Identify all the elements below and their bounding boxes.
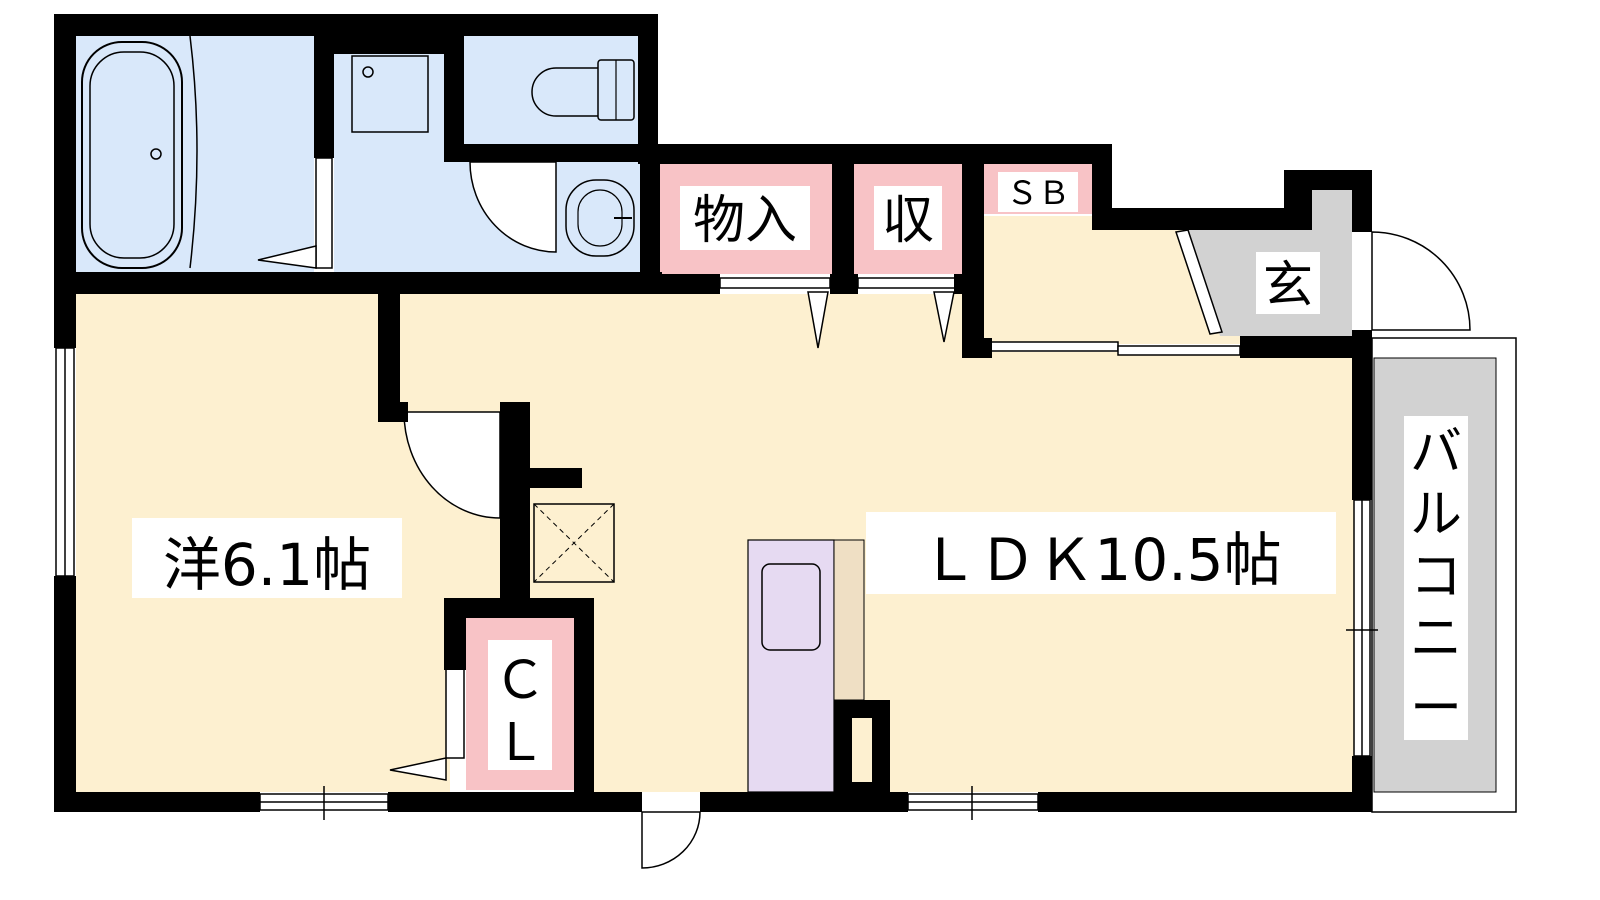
entrance-door-swing <box>1371 231 1471 331</box>
ldk-label-bg <box>866 512 1336 594</box>
hall-sliding-door-b <box>1117 345 1241 356</box>
closet-label-bg <box>488 640 552 770</box>
wall-entrance-bottom <box>1240 336 1372 358</box>
balcony-char: ニ <box>1410 609 1462 669</box>
washing-machine-pan-icon <box>351 55 429 133</box>
wall-storage-bottom-c <box>954 274 984 294</box>
washroom-door-swing <box>469 161 557 253</box>
wall-washroom-top <box>334 34 464 54</box>
wall-left-lower <box>54 576 76 812</box>
balcony-char: コ <box>1410 547 1462 607</box>
wall-bottom-d <box>1038 792 1372 812</box>
wall-toilet-right <box>638 14 658 164</box>
storage-b-label-bg <box>874 186 942 250</box>
fixtures <box>81 35 821 651</box>
wall-hall-left <box>962 164 984 358</box>
wall-storage-divider <box>832 144 854 294</box>
western-door-swing <box>403 411 501 519</box>
entrance-label: 玄 <box>1263 256 1313 314</box>
wall-toilet-left <box>444 34 464 162</box>
shoe-box-label-bg <box>998 172 1078 212</box>
shoe-box-label: ＳＢ <box>1006 174 1070 212</box>
storage-b-door-wedge <box>933 291 955 343</box>
storage-a-label: 物入 <box>693 191 797 251</box>
storage-a-sliding-door <box>719 277 831 289</box>
closet-door <box>445 667 465 759</box>
storage-b-label: 収 <box>882 191 934 251</box>
wall-storage-bottom-a <box>640 274 720 294</box>
kitchen-counter <box>747 539 835 793</box>
wall-toilet-bottom <box>444 144 656 162</box>
bathtub-icon <box>81 41 183 269</box>
wall-right-hall <box>1352 330 1372 500</box>
wall-closet-right <box>574 598 594 812</box>
balcony-label-bg <box>1404 416 1468 740</box>
wall-closet-left <box>444 598 466 670</box>
washing-machine-drain-icon <box>362 66 374 78</box>
wall-right-upper <box>1352 170 1372 232</box>
bathtub-inner <box>89 51 175 259</box>
wall-bottom-b <box>388 792 642 812</box>
wall-partition-top-right <box>378 402 408 422</box>
toilet-bowl-icon <box>531 67 598 117</box>
balcony-char: ル <box>1410 485 1462 545</box>
western-room-label: 洋6.1帖 <box>163 531 371 599</box>
wall-storage-bottom-b <box>830 274 858 294</box>
wall-top-left <box>54 14 658 36</box>
closet-label-l: Ｌ <box>494 713 546 773</box>
wall-hall-bottom <box>962 338 992 358</box>
western-label-bg <box>132 518 402 598</box>
wall-closet-top <box>444 598 594 618</box>
sink-icon <box>761 563 821 651</box>
balcony-char: ー <box>1410 679 1462 739</box>
kitchen-post <box>834 700 890 792</box>
bathtub-drain-icon <box>150 148 162 160</box>
wall-partition-stub <box>530 468 582 488</box>
entrance-label-bg <box>1256 252 1320 314</box>
windows <box>55 347 1378 820</box>
wall-wet-bottom <box>54 272 662 294</box>
wall-partition-mid <box>500 402 530 608</box>
wall-bottom-c <box>700 792 908 812</box>
storage-a-door-wedge <box>807 291 829 349</box>
hall-door <box>1175 229 1223 335</box>
closet-door-wedge <box>389 757 447 781</box>
walls <box>54 14 1372 812</box>
wall-storage-a-left <box>640 144 660 294</box>
bathroom-door <box>315 157 333 269</box>
hall-sliding-door-a <box>989 341 1119 352</box>
wall-bath-right <box>314 34 334 158</box>
storage-b-sliding-door <box>857 277 957 289</box>
closet-label-c: Ｃ <box>494 651 546 711</box>
wash-basin-icon <box>565 179 635 257</box>
wall-bottom-a <box>54 792 260 812</box>
balcony-char: バ <box>1410 423 1462 483</box>
ldk-label: ＬＤＫ10.5帖 <box>920 526 1281 594</box>
room-labels: 洋6.1帖 ＬＤＫ10.5帖 物入 収 ＳＢ 玄 Ｃ Ｌ バ ル コ ニ ー <box>132 172 1468 773</box>
bathroom-door-wedge <box>257 245 317 269</box>
wall-top-entrance <box>1284 170 1372 190</box>
toilet-floor <box>464 34 638 144</box>
wall-top-sb <box>1092 144 1112 216</box>
wall-partition-top <box>378 294 400 422</box>
bathroom-floor <box>76 34 314 274</box>
hatch-diagonal-b <box>533 503 615 583</box>
wall-top-hall <box>1092 208 1292 230</box>
wall-top-mid <box>640 144 1112 164</box>
wall-left-upper <box>54 14 76 348</box>
storage-a-label-bg <box>680 186 810 250</box>
bath-curtain <box>189 35 198 269</box>
front-door-swing <box>641 811 701 869</box>
attic-hatch-icon <box>533 503 615 583</box>
side-counter <box>833 539 865 701</box>
